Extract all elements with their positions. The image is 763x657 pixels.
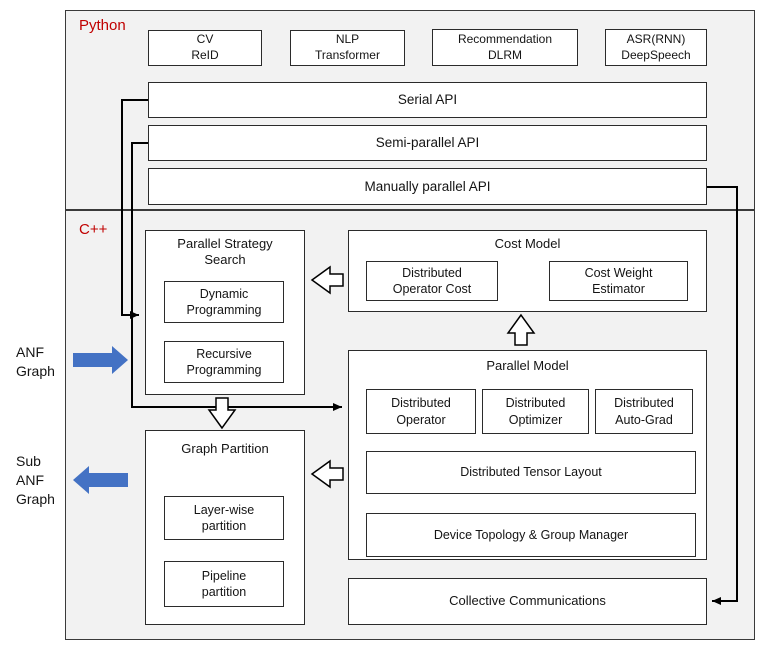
- graph-partition-box: Graph Partition Layer-wise partition Pip…: [145, 430, 305, 625]
- distributed-optimizer-box: Distributed Optimizer: [482, 389, 589, 434]
- collective-communications-bar: Collective Communications: [348, 578, 707, 625]
- cpp-section-label: C++: [79, 221, 108, 238]
- python-section-label: Python: [79, 17, 126, 34]
- workload-box-cv-reid: CV ReID: [148, 30, 262, 66]
- workload-box-recommendation-dlrm: Recommendation DLRM: [432, 29, 578, 66]
- distributed-auto-grad-box: Distributed Auto-Grad: [595, 389, 693, 434]
- workload-line: DLRM: [487, 47, 522, 62]
- workload-line: ASR(RNN): [626, 31, 686, 46]
- sub-anf-graph-label: Sub ANF Graph: [16, 453, 55, 507]
- serial-api-bar: Serial API: [148, 82, 707, 118]
- workload-line: Transformer: [315, 48, 380, 62]
- device-topology-group-manager-box: Device Topology & Group Manager: [366, 513, 696, 557]
- parallel-model-title: Parallel Model: [486, 358, 569, 373]
- workload-box-asr-deepspeech: ASR(RNN) DeepSpeech: [605, 29, 707, 66]
- workload-line: ReID: [191, 48, 219, 62]
- pipeline-partition-box: Pipeline partition: [164, 561, 284, 607]
- workload-line: NLP: [335, 32, 360, 47]
- workload-line: DeepSpeech: [621, 47, 691, 62]
- workload-line: Recommendation: [457, 31, 553, 46]
- cost-weight-estimator-box: Cost Weight Estimator: [549, 261, 688, 301]
- workload-line: CV: [196, 32, 214, 47]
- manually-parallel-api-bar: Manually parallel API: [148, 168, 707, 205]
- graph-partition-title: Graph Partition: [181, 441, 269, 456]
- anf-graph-label: ANF Graph: [16, 344, 55, 379]
- semi-parallel-api-bar: Semi-parallel API: [148, 125, 707, 161]
- recursive-programming-box: Recursive Programming: [164, 341, 284, 383]
- cost-model-title: Cost Model: [494, 236, 561, 251]
- parallel-model-box: Parallel Model Distributed Operator Dist…: [348, 350, 707, 560]
- workload-box-nlp-transformer: NLP Transformer: [290, 30, 405, 66]
- distributed-operator-cost-box: Distributed Operator Cost: [366, 261, 498, 301]
- parallel-strategy-search-title: Parallel Strategy Search: [177, 236, 273, 267]
- parallel-strategy-search-box: Parallel Strategy Search Dynamic Program…: [145, 230, 305, 395]
- layer-wise-partition-box: Layer-wise partition: [164, 496, 284, 540]
- distributed-operator-box: Distributed Operator: [366, 389, 476, 434]
- distributed-tensor-layout-box: Distributed Tensor Layout: [366, 451, 696, 494]
- cost-model-box: Cost Model Distributed Operator Cost Cos…: [348, 230, 707, 312]
- dynamic-programming-box: Dynamic Programming: [164, 281, 284, 323]
